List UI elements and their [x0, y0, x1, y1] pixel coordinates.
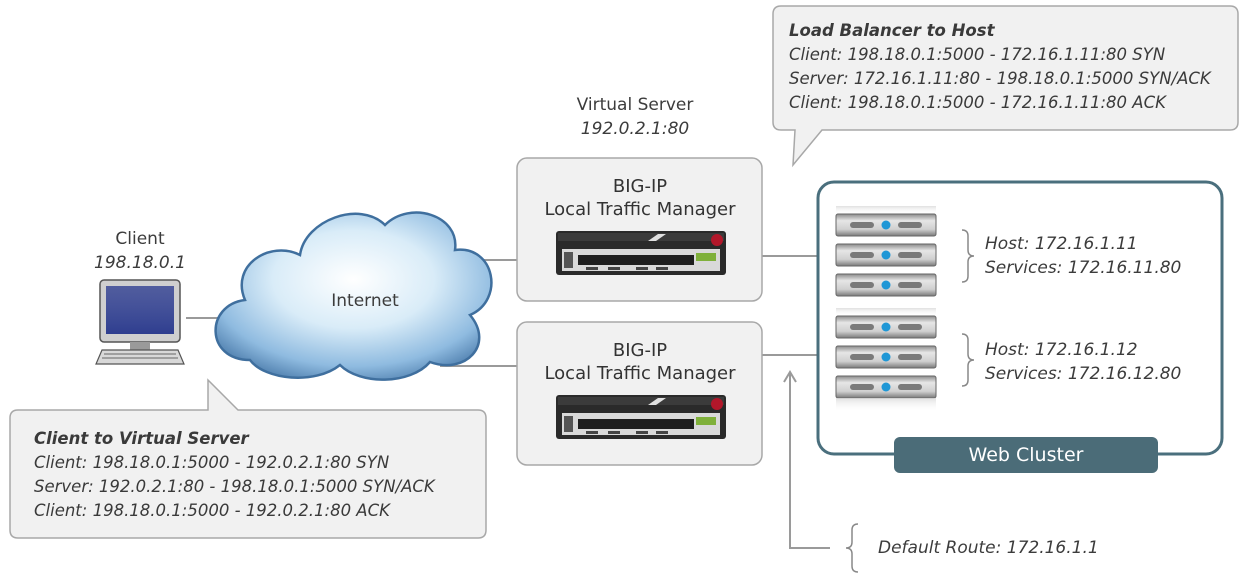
default-route-label: Default Route: 172.16.1.1 [878, 538, 1099, 558]
server-stack-1-icon [835, 206, 937, 297]
bigip-2-subtitle: Local Traffic Manager [544, 363, 736, 384]
bigip-appliance-2-icon [556, 395, 726, 439]
callout-lb-line-3: Client: 198.18.0.1:5000 - 172.16.1.11:80… [789, 93, 1166, 112]
callout-client-line-2: Server: 192.0.2.1:80 - 198.18.0.1:5000 S… [34, 477, 435, 496]
callout-client-shape [9, 378, 487, 539]
bigip-1-subtitle: Local Traffic Manager [544, 199, 736, 220]
web-cluster-tab [894, 437, 1158, 473]
brace-host-1 [961, 229, 975, 283]
bigip-1-title: BIG-IP [612, 176, 668, 197]
virtual-server-address: 192.0.2.1:80 [580, 119, 690, 139]
line-default-route [789, 372, 830, 549]
callout-lb-title: Load Balancer to Host [789, 21, 995, 40]
server-stack-2-icon [835, 308, 937, 412]
callout-lb-line-1: Client: 198.18.0.1:5000 - 172.16.1.11:80… [789, 45, 1166, 64]
callout-lb-line-2: Server: 172.16.1.11:80 - 198.18.0.1:5000… [789, 69, 1211, 88]
host-2-services: Services: 172.16.12.80 [985, 364, 1182, 384]
host-2-address: Host: 172.16.1.12 [985, 340, 1138, 360]
host-1-address: Host: 172.16.1.11 [985, 234, 1138, 254]
virtual-server-label: Virtual Server [576, 95, 694, 115]
callout-client-title: Client to Virtual Server [34, 429, 249, 448]
internet-cloud [214, 211, 493, 381]
brace-host-2 [961, 333, 975, 387]
callout-client-line-1: Client: 198.18.0.1:5000 - 192.0.2.1:80 S… [34, 453, 390, 472]
client-ip: 198.18.0.1 [94, 253, 186, 273]
client-label: Client [115, 229, 165, 249]
arrow-default-route [783, 370, 797, 383]
web-cluster-label: Web Cluster [968, 444, 1084, 466]
brace-default-route [845, 523, 859, 573]
callout-client-line-3: Client: 198.18.0.1:5000 - 192.0.2.1:80 A… [34, 501, 390, 520]
internet-label: Internet [331, 291, 399, 311]
client-computer-icon [95, 279, 185, 365]
host-1-services: Services: 172.16.11.80 [985, 258, 1182, 278]
callout-lb-shape [772, 5, 1239, 168]
bigip-appliance-1-icon [556, 231, 726, 275]
bigip-2-title: BIG-IP [612, 340, 668, 361]
